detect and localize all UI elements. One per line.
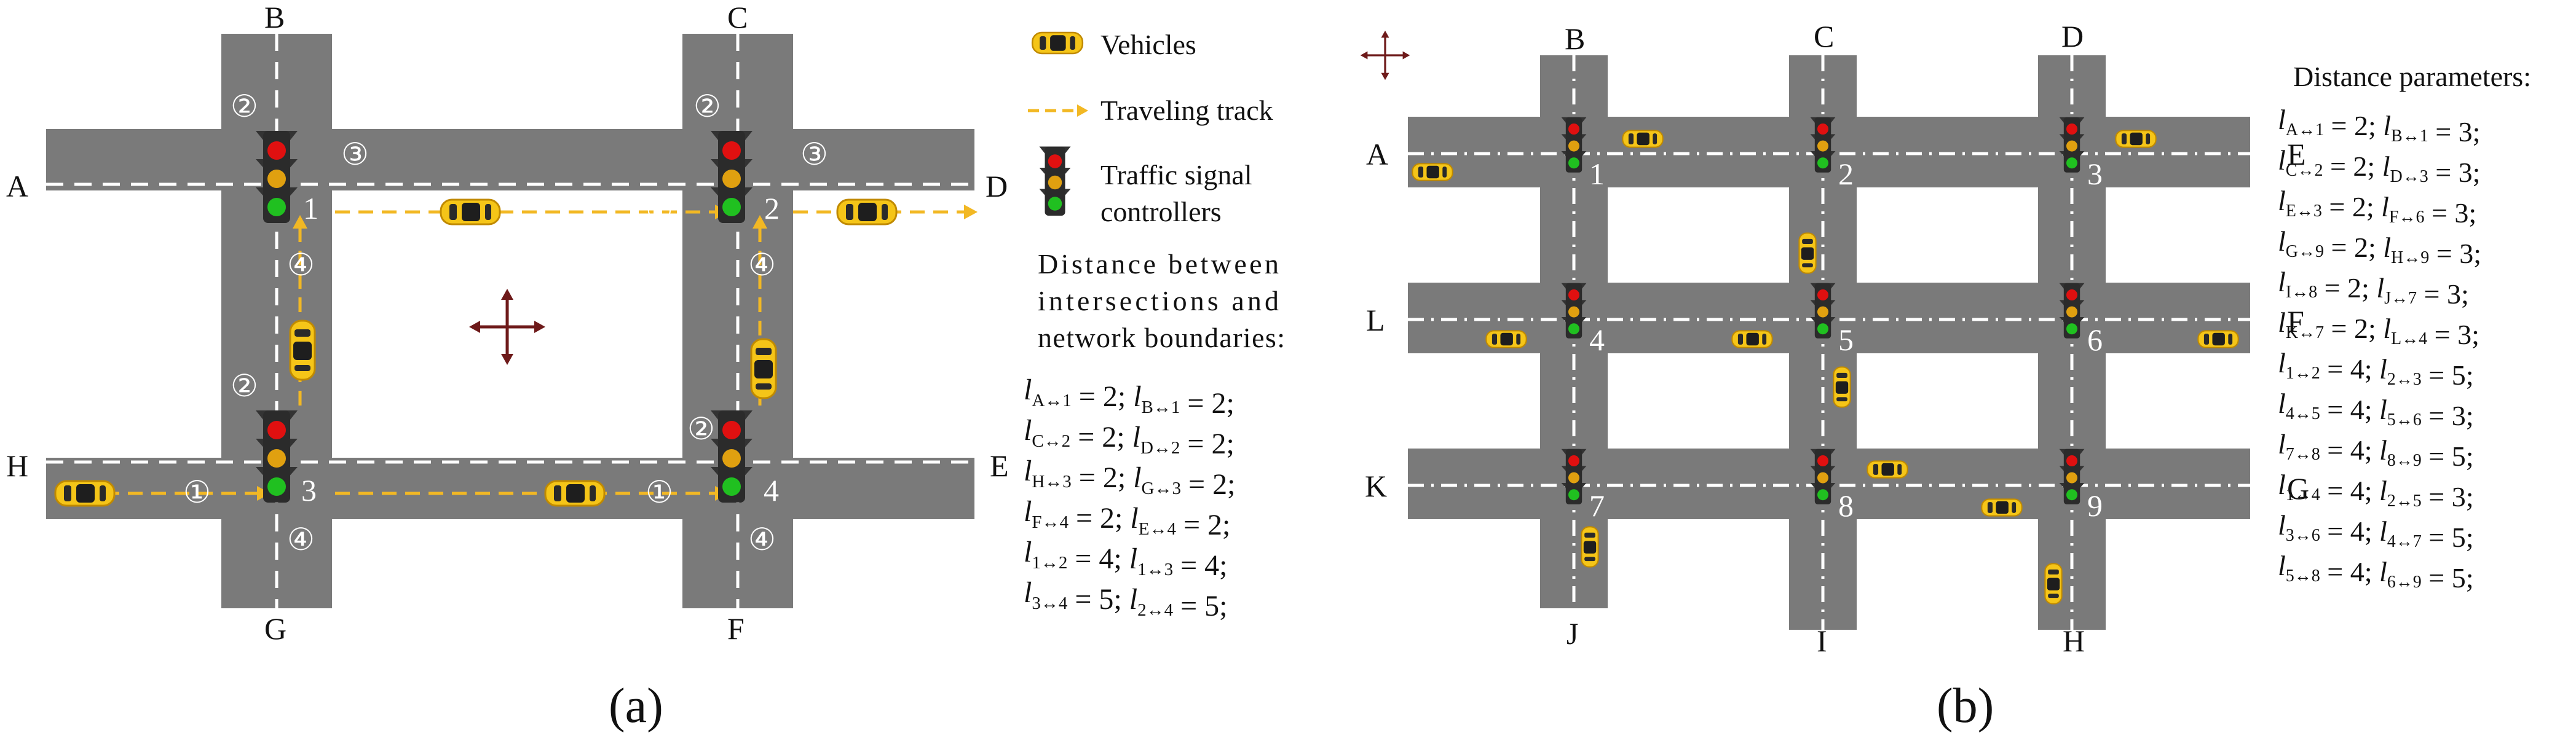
svg-text:2: 2 [1838, 157, 1854, 191]
distance-formula-a: lF↔4 = 2; lE↔4 = 2; [1024, 495, 1230, 541]
distance-formula-a: lH↔3 = 2; lG↔3 = 2; [1024, 455, 1235, 501]
svg-text:①: ① [183, 475, 211, 509]
intersection-numbers-b: 1 2 3 4 5 6 7 8 9 [1589, 157, 2103, 523]
distance-formula-b: l4↔5 = 4; l5↔6 = 3; [2278, 388, 2474, 431]
boundary-A: A [6, 169, 28, 203]
distance-formula-a: lA↔1 = 2; lB↔1 = 2; [1024, 374, 1235, 420]
svg-text:③: ③ [341, 424, 369, 458]
panel-a-network: 1 2 3 4 ① ② ③ ④ ① ② ③ ④ ② ② ① ③ ④ ① ③ ④ … [6, 0, 1285, 733]
svg-text:B: B [1565, 22, 1585, 56]
road-south [46, 458, 974, 519]
distance-formula-b: lE↔3 = 2; lF↔6 = 3; [2278, 185, 2476, 229]
distance-formula-b: lK↔7 = 2; lL↔4 = 3; [2278, 307, 2479, 350]
distance-formula-b: lC↔2 = 2; lD↔3 = 3; [2278, 144, 2480, 188]
svg-text:①: ① [646, 475, 673, 509]
svg-text:②: ② [231, 369, 258, 403]
svg-text:③: ③ [800, 137, 828, 171]
svg-text:9: 9 [2087, 488, 2103, 523]
road-north [46, 129, 974, 190]
svg-text:3: 3 [2087, 157, 2103, 191]
distance-formula-b: l1↔4 = 4; l2↔5 = 3; [2278, 469, 2474, 512]
svg-text:1: 1 [1589, 157, 1605, 191]
caption-b: (b) [1937, 679, 1994, 733]
svg-text:④: ④ [287, 522, 315, 557]
distance-formula-a: l3↔4 = 5; l2↔4 = 5; [1024, 576, 1228, 622]
svg-text:②: ② [687, 412, 715, 446]
distance-formula-a: lC↔2 = 2; lD↔2 = 2; [1024, 414, 1235, 460]
svg-text:④: ④ [748, 248, 776, 282]
boundary-C: C [727, 0, 748, 34]
distance-formula-b: l1↔2 = 4; l2↔3 = 5; [2278, 347, 2474, 391]
svg-text:L: L [1366, 303, 1385, 337]
svg-text:D: D [2061, 19, 2084, 53]
svg-text:②: ② [693, 89, 721, 123]
legend-a: Vehicles Traveling track Traffic signal … [1028, 29, 1273, 227]
distance-formula-b: l7↔8 = 4; l8↔9 = 5; [2278, 428, 2474, 472]
boundary-G: G [264, 611, 286, 646]
svg-text:②: ② [231, 89, 258, 123]
svg-text:I: I [1817, 624, 1827, 658]
svg-text:③: ③ [800, 424, 828, 458]
svg-text:intersections and: intersections and [1038, 285, 1279, 316]
svg-text:H: H [2063, 624, 2085, 658]
intersection-4: 4 [764, 473, 779, 508]
lane-markings [46, 34, 974, 608]
car-icon [1031, 31, 1084, 55]
distance-list-a: Distance between intersections and netwo… [1038, 248, 1285, 353]
traffic-light-icon [1039, 146, 1071, 216]
lane-marks-a: ① ② ③ ④ ① ② ③ ④ ② ② ① ③ ④ ① ③ ④ [183, 89, 828, 557]
intersection-3: 3 [301, 473, 317, 508]
compass-icon [1359, 29, 1411, 81]
boundary-F: F [727, 611, 745, 646]
svg-text:C: C [1814, 19, 1834, 53]
intersection-1: 1 [303, 191, 318, 225]
legend-signal-1: Traffic signal [1100, 159, 1252, 190]
distance-values-b: lA↔1 = 2; lB↔1 = 3;lC↔2 = 2; lD↔3 = 3;lE… [2278, 104, 2481, 594]
boundary-labels-b: A B C D E F G H I J K L [1365, 19, 2309, 658]
compass-icon [469, 289, 545, 365]
distance-formula-b: lG↔9 = 2; lH↔9 = 3; [2278, 225, 2481, 269]
boundary-B: B [264, 0, 285, 34]
svg-text:8: 8 [1838, 488, 1854, 523]
svg-text:①: ① [183, 194, 211, 228]
boundary-H: H [6, 449, 28, 483]
svg-text:F: F [2287, 304, 2304, 339]
svg-text:E: E [2287, 137, 2306, 171]
boundary-E: E [990, 449, 1009, 483]
svg-text:③: ③ [341, 137, 369, 171]
distance-heading-b: Distance parameters: [2293, 61, 2531, 92]
distance-formula-b: l5↔8 = 4; l6↔9 = 5; [2278, 550, 2474, 594]
panel-b-network: 1 2 3 4 5 6 7 8 9 A B C D E F G H I J K … [1359, 19, 2531, 733]
svg-text:network boundaries:: network boundaries: [1038, 322, 1285, 353]
svg-text:④: ④ [287, 248, 315, 282]
distance-values-a: lA↔1 = 2; lB↔1 = 2;lC↔2 = 2; lD↔2 = 2;lH… [1024, 374, 1235, 622]
svg-text:J: J [1567, 616, 1578, 651]
svg-text:6: 6 [2087, 323, 2103, 357]
intersection-2: 2 [764, 191, 780, 225]
svg-text:A: A [1366, 137, 1388, 171]
svg-text:7: 7 [1589, 488, 1605, 523]
svg-text:K: K [1365, 469, 1387, 503]
distance-formula-b: lI↔8 = 2; lJ↔7 = 3; [2278, 266, 2469, 310]
distance-formula-b: lA↔1 = 2; lB↔1 = 3; [2278, 104, 2480, 147]
svg-text:①: ① [646, 194, 673, 228]
caption-a: (a) [609, 679, 663, 733]
distance-formula-b: l3↔6 = 4; l4↔7 = 5; [2278, 509, 2474, 553]
svg-text:④: ④ [748, 522, 776, 557]
svg-text:Distance between: Distance between [1038, 248, 1279, 280]
legend-track: Traveling track [1100, 95, 1273, 126]
svg-text:5: 5 [1838, 323, 1854, 357]
legend-signal-2: controllers [1100, 196, 1222, 227]
distance-formula-a: l1↔2 = 4; l1↔3 = 4; [1024, 536, 1228, 582]
boundary-D: D [986, 169, 1008, 203]
svg-text:4: 4 [1589, 323, 1605, 357]
svg-text:G: G [2287, 471, 2309, 506]
legend-vehicles: Vehicles [1100, 29, 1196, 60]
